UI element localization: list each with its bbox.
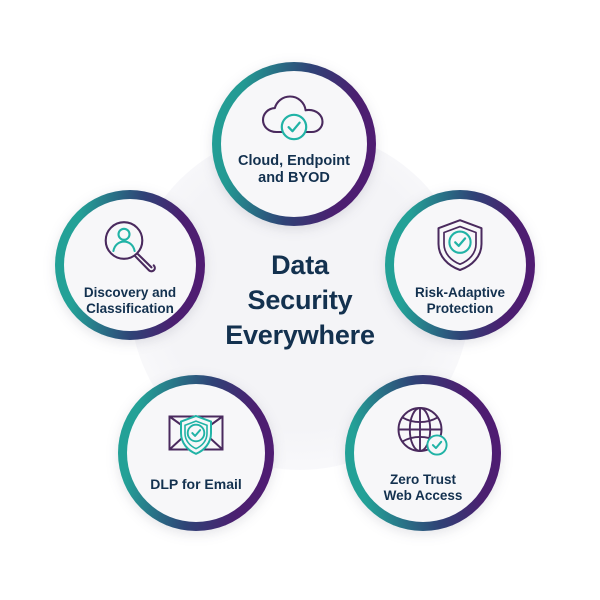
node-label-line: Cloud, Endpoint (238, 153, 350, 169)
shield-check-icon (437, 219, 483, 271)
cloud-check-icon (261, 95, 324, 141)
node-dlp-for-email-label: DLP for Email (144, 476, 248, 493)
node-label-line: Web Access (383, 487, 463, 503)
node-dlp-for-email-inner: DLP for Email (127, 384, 265, 522)
node-label-line: Protection (426, 300, 494, 316)
node-cloud-endpoint-byod-inner: Cloud, Endpoint and BYOD (221, 71, 367, 217)
node-cloud-endpoint-byod-label: Cloud, Endpoint and BYOD (232, 153, 356, 187)
page-title: Data Security Everywhere (190, 248, 410, 353)
node-risk-adaptive-protection-label: Risk-Adaptive Protection (409, 285, 511, 317)
node-risk-adaptive-protection[interactable]: Risk-Adaptive Protection (385, 190, 535, 340)
node-discovery-and-classification[interactable]: Discovery and Classification (55, 190, 205, 340)
node-label-line: and BYOD (258, 170, 330, 187)
node-zero-trust-web-access-label: Zero Trust Web Access (378, 472, 469, 504)
node-risk-adaptive-protection-inner: Risk-Adaptive Protection (394, 199, 526, 331)
node-zero-trust-web-access-inner: Zero Trust Web Access (354, 384, 492, 522)
magnifier-person-icon (104, 221, 156, 273)
node-label-line: Zero Trust (389, 472, 456, 487)
node-dlp-for-email[interactable]: DLP for Email (118, 375, 274, 531)
center-title-line-3: Everywhere (225, 320, 375, 350)
node-label-line: Discovery and (83, 285, 177, 300)
center-title-line-1: Data (271, 250, 329, 280)
node-zero-trust-web-access[interactable]: Zero Trust Web Access (345, 375, 501, 531)
node-label-line: Classification (86, 300, 174, 316)
node-discovery-and-classification-label: Discovery and Classification (78, 285, 182, 317)
node-label-line: Risk-Adaptive (414, 285, 506, 300)
node-cloud-endpoint-byod[interactable]: Cloud, Endpoint and BYOD (212, 62, 376, 226)
envelope-shield-check-icon (168, 414, 224, 455)
node-discovery-and-classification-inner: Discovery and Classification (64, 199, 196, 331)
node-label-line: DLP for Email (150, 476, 242, 492)
center-title-line-2: Security (247, 285, 353, 315)
globe-check-icon (397, 407, 448, 456)
